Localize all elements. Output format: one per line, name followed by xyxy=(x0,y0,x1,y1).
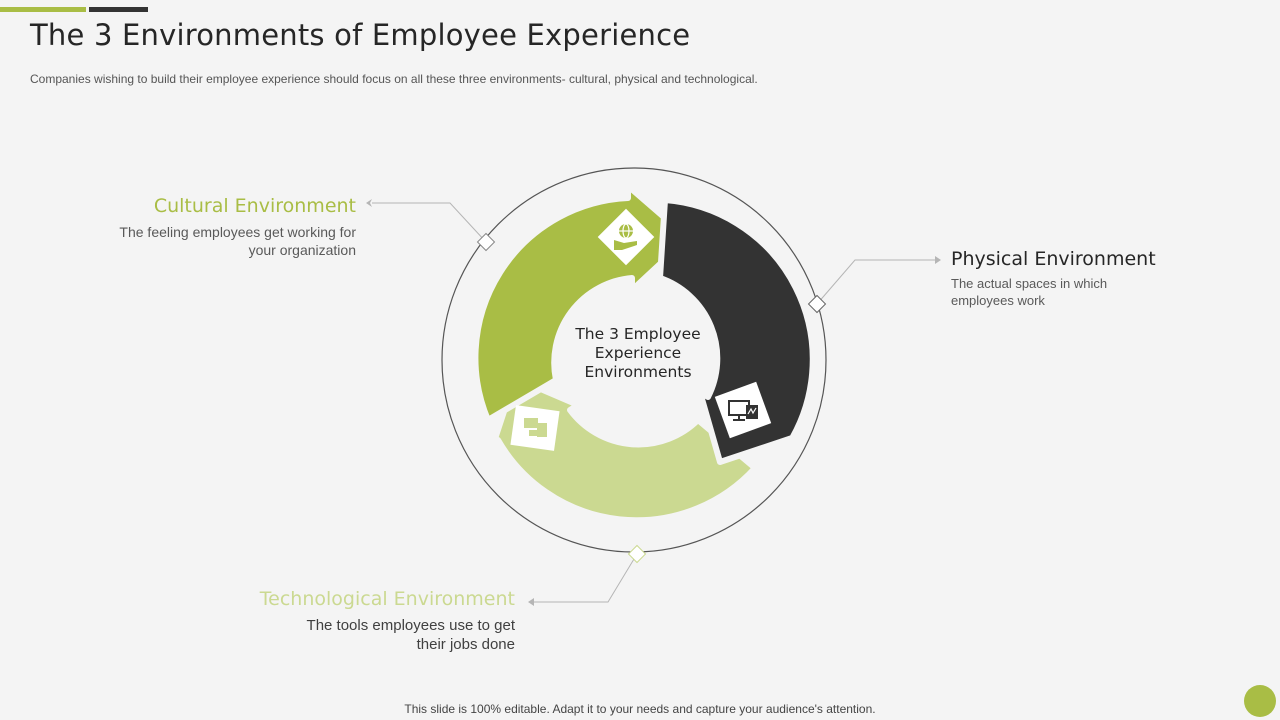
cultural-connector-node xyxy=(476,232,496,252)
physical-environment-block: Physical Environment The actual spaces i… xyxy=(951,248,1156,309)
physical-environment-heading: Physical Environment xyxy=(951,248,1156,270)
monitor-chart-icon xyxy=(714,381,772,439)
cultural-environment-desc: The feeling employees get working for yo… xyxy=(119,223,356,259)
center-label-line: Environments xyxy=(584,363,692,381)
desc-line: The tools employees use to get xyxy=(306,617,515,634)
monitor-chart-icon-glyph xyxy=(728,400,758,421)
desc-line: your organization xyxy=(248,242,356,258)
cultural-environment-heading: Cultural Environment xyxy=(153,195,356,217)
globe-hand-icon-glyph xyxy=(614,223,637,250)
footer-note: This slide is 100% editable. Adapt it to… xyxy=(404,702,876,716)
physical-connector-node xyxy=(807,294,827,314)
cultural-connector-arrowhead xyxy=(366,199,372,207)
physical-connector-line xyxy=(816,259,935,305)
page-subtitle: Companies wishing to build their employe… xyxy=(30,72,758,86)
center-label-line: Experience xyxy=(594,344,682,362)
desc-line: their jobs done xyxy=(416,636,515,653)
desc-line: The feeling employees get working for xyxy=(119,224,356,240)
corner-decoration-dot xyxy=(1244,685,1276,717)
diagram-center-label: The 3 Employee Experience Environments xyxy=(548,325,728,382)
physical-connector-arrowhead xyxy=(935,256,941,264)
technological-connector-arrowhead xyxy=(528,598,534,606)
technological-environment-heading: Technological Environment xyxy=(259,588,515,610)
desc-line: The actual spaces in which xyxy=(951,276,1108,291)
cultural-connector-line xyxy=(372,202,487,243)
physical-environment-desc: The actual spaces in which employees wor… xyxy=(951,275,1156,309)
page-title: The 3 Environments of Employee Experienc… xyxy=(30,18,691,52)
cultural-arrow-segment[interactable] xyxy=(472,183,691,423)
cultural-environment-block: Cultural Environment The feeling employe… xyxy=(119,195,356,259)
technological-connector-line xyxy=(532,553,638,603)
physical-arrow-segment[interactable] xyxy=(657,197,816,465)
technological-environment-block: Technological Environment The tools empl… xyxy=(260,588,515,654)
desc-line: employees work xyxy=(951,293,1045,308)
technological-connector-node xyxy=(627,544,647,564)
devices-icon-glyph xyxy=(524,418,547,437)
accent-bar-dark xyxy=(89,7,148,12)
technological-environment-desc: The tools employees use to get their job… xyxy=(260,616,515,654)
center-label-line: The 3 Employee xyxy=(575,325,701,343)
accent-bar-green xyxy=(0,7,86,12)
